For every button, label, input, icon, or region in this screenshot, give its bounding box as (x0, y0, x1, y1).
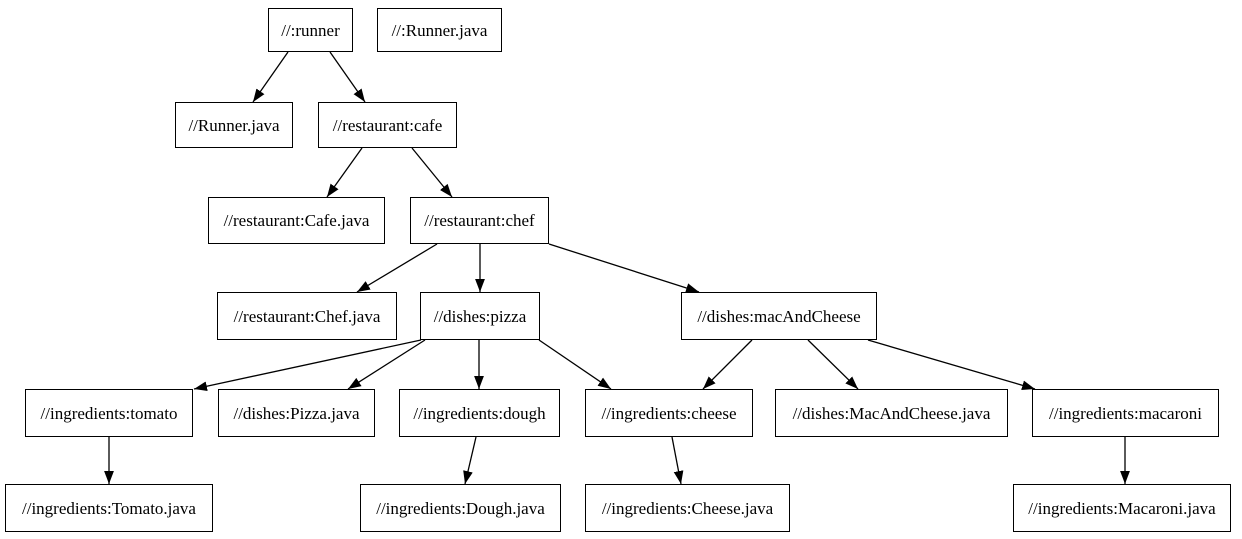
node-dough-java: //ingredients:Dough.java (360, 484, 561, 532)
edge-runner-to-cafe (329, 51, 366, 103)
node-macaroni-java: //ingredients:Macaroni.java (1013, 484, 1231, 532)
node-runner: //:runner (268, 8, 353, 52)
edge-mac-and-cheese-to-mac-and-cheese-java (807, 339, 859, 390)
node-cafe: //restaurant:cafe (318, 102, 457, 148)
node-mac-and-cheese-java: //dishes:MacAndCheese.java (775, 389, 1008, 437)
edge-cafe-to-cafe-java (326, 147, 363, 198)
node-tomato: //ingredients:tomato (25, 389, 193, 437)
edge-chef-to-chef-java (356, 243, 438, 293)
edge-cheese-to-cheese-java (671, 436, 684, 485)
node-cheese: //ingredients:cheese (585, 389, 753, 437)
node-chef: //restaurant:chef (410, 197, 549, 244)
edge-pizza-to-pizza-java (347, 339, 426, 390)
node-macaroni: //ingredients:macaroni (1032, 389, 1219, 437)
edge-chef-to-mac-and-cheese (548, 243, 700, 293)
node-chef-java: //restaurant:Chef.java (217, 292, 397, 340)
node-cafe-java: //restaurant:Cafe.java (208, 197, 385, 244)
edge-dough-to-dough-java (463, 436, 477, 485)
edge-mac-and-cheese-to-macaroni (867, 339, 1036, 391)
node-cheese-java: //ingredients:Cheese.java (585, 484, 790, 532)
node-runner-java-target: //:Runner.java (377, 8, 502, 52)
edge-pizza-to-cheese (538, 339, 612, 390)
node-dough: //ingredients:dough (399, 389, 560, 437)
node-runner-java: //Runner.java (175, 102, 293, 148)
node-pizza: //dishes:pizza (420, 292, 540, 340)
edge-cafe-to-chef (411, 147, 453, 198)
node-tomato-java: //ingredients:Tomato.java (5, 484, 213, 532)
edge-runner-to-runner-java (252, 51, 289, 103)
node-mac-and-cheese: //dishes:macAndCheese (681, 292, 877, 340)
node-pizza-java: //dishes:Pizza.java (218, 389, 375, 437)
edge-pizza-to-tomato (193, 339, 422, 392)
edge-mac-and-cheese-to-cheese (702, 339, 753, 390)
